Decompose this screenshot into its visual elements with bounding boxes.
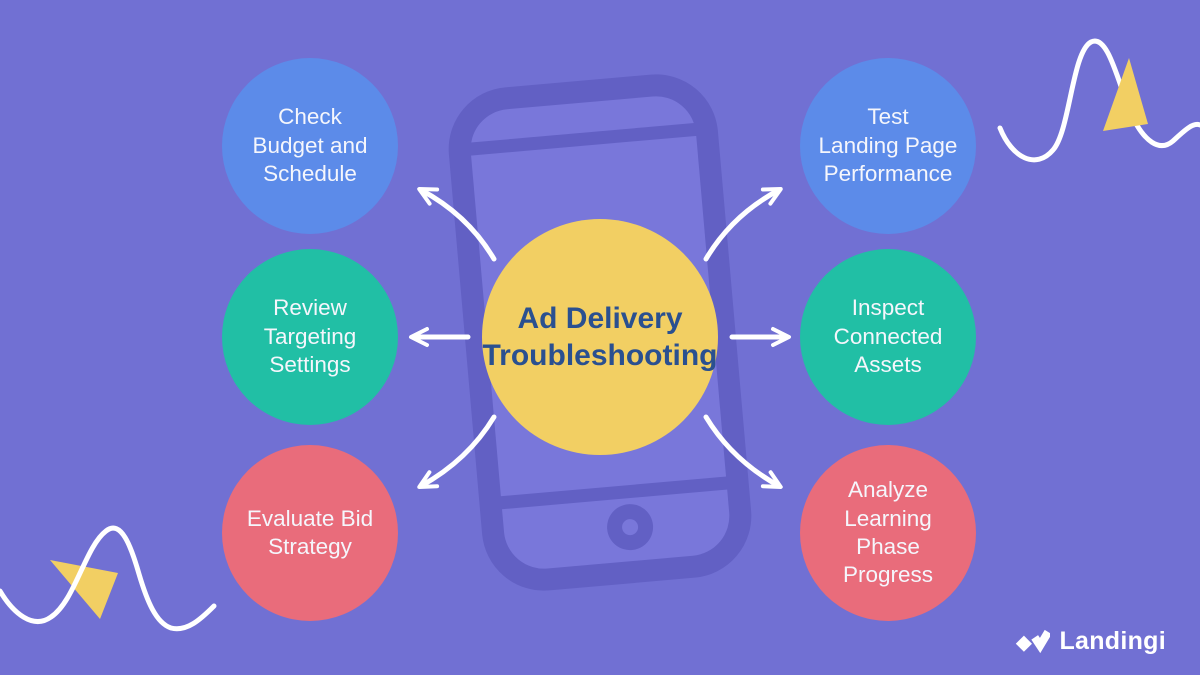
squiggle-decoration-bottom-left	[0, 525, 217, 632]
triangle-decoration-top-right	[1103, 58, 1148, 131]
node-test-landing-page-performance: Test Landing Page Performance	[800, 58, 976, 234]
node-label: Review Targeting Settings	[263, 295, 357, 378]
node-label: Evaluate Bid Strategy	[246, 505, 374, 559]
landingi-logo-icon	[1016, 629, 1051, 654]
triangle-decoration-bottom-left	[50, 560, 118, 619]
node-label: Check Budget and Schedule	[252, 104, 368, 187]
node-inspect-connected-assets: Inspect Connected Assets	[800, 249, 976, 425]
node-label: Inspect Connected Assets	[833, 295, 943, 378]
landingi-logo-text: Landingi	[1059, 626, 1166, 655]
landingi-logo: Landingi	[1014, 625, 1166, 657]
phone-home-button-hole	[621, 518, 639, 536]
node-label: Analyze Learning Phase Progress	[842, 477, 934, 588]
phone-home-button	[605, 502, 655, 553]
phone-top-divider	[467, 122, 699, 156]
node-check-budget-and-schedule: Check Budget and Schedule	[222, 58, 398, 234]
squiggle-decoration-top-right	[997, 38, 1200, 163]
node-evaluate-bid-strategy: Evaluate Bid Strategy	[222, 445, 398, 621]
node-analyze-learning-phase-progress: Analyze Learning Phase Progress	[800, 445, 976, 621]
center-node-title: Ad Delivery Troubleshooting	[482, 301, 718, 373]
phone-bottom-divider	[498, 476, 730, 510]
center-node-ad-delivery-troubleshooting: Ad Delivery Troubleshooting	[482, 219, 718, 455]
node-label: Test Landing Page Performance	[818, 104, 958, 187]
node-review-targeting-settings: Review Targeting Settings	[222, 249, 398, 425]
